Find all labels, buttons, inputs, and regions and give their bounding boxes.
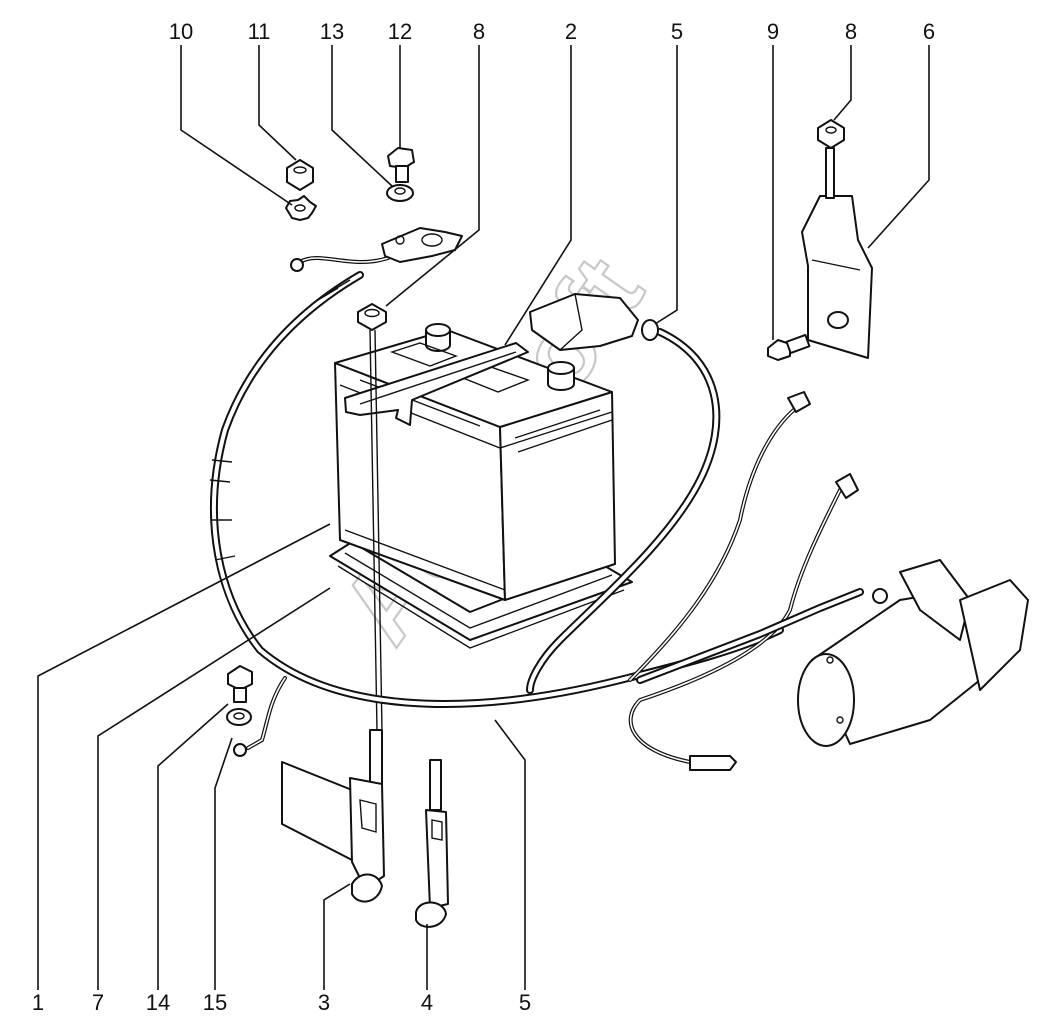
- leader-lines: [37, 45, 930, 990]
- callout-3: 3: [318, 990, 330, 1015]
- callout-11: 11: [248, 19, 271, 44]
- callout-1: 1: [32, 990, 44, 1015]
- callout-4: 4: [421, 990, 433, 1015]
- callout-7: 7: [92, 990, 104, 1015]
- callouts-bottom: 1 7 14 15 3 4 5: [32, 990, 531, 1015]
- bracket-bolt-9: [767, 333, 811, 361]
- callout-8-right: 8: [845, 19, 857, 44]
- starter-feed-wire: [628, 391, 811, 682]
- callout-8-left: 8: [473, 19, 485, 44]
- callouts-top: 10 11 13 12 8 2 5 9 8 6: [169, 19, 935, 44]
- negative-terminal-clamp: [290, 227, 463, 272]
- callout-5-top: 5: [671, 19, 683, 44]
- starter-main-cable: [636, 588, 888, 684]
- bracket: [801, 147, 873, 359]
- starter-motor: [797, 559, 1029, 747]
- positive-cable: [526, 328, 721, 694]
- callout-13: 13: [320, 19, 344, 44]
- bolt-12: [387, 147, 415, 183]
- hook-rod-4: [415, 759, 449, 928]
- ground-strap: [233, 676, 287, 757]
- washer-13: [386, 184, 414, 202]
- positive-terminal-boot: [529, 293, 659, 351]
- callout-5-bottom: 5: [519, 990, 531, 1015]
- callout-6: 6: [923, 19, 935, 44]
- bolt-14: [227, 665, 253, 703]
- hold-down-clamp: [344, 342, 529, 426]
- hold-down-rod: [369, 329, 383, 731]
- signal-wire: [628, 473, 859, 771]
- bracket-nut: [817, 119, 845, 149]
- rod-nut: [357, 303, 387, 331]
- callout-15: 15: [203, 990, 227, 1015]
- callout-9: 9: [767, 19, 779, 44]
- callout-2: 2: [565, 19, 577, 44]
- callout-10: 10: [169, 19, 193, 44]
- hook-bracket-3: [281, 729, 385, 903]
- hex-nut-11: [286, 159, 314, 191]
- washer-15: [226, 708, 252, 726]
- battery: [334, 323, 616, 601]
- toothed-washer-10: [285, 195, 317, 221]
- callout-14: 14: [146, 990, 170, 1015]
- callout-12: 12: [388, 19, 412, 44]
